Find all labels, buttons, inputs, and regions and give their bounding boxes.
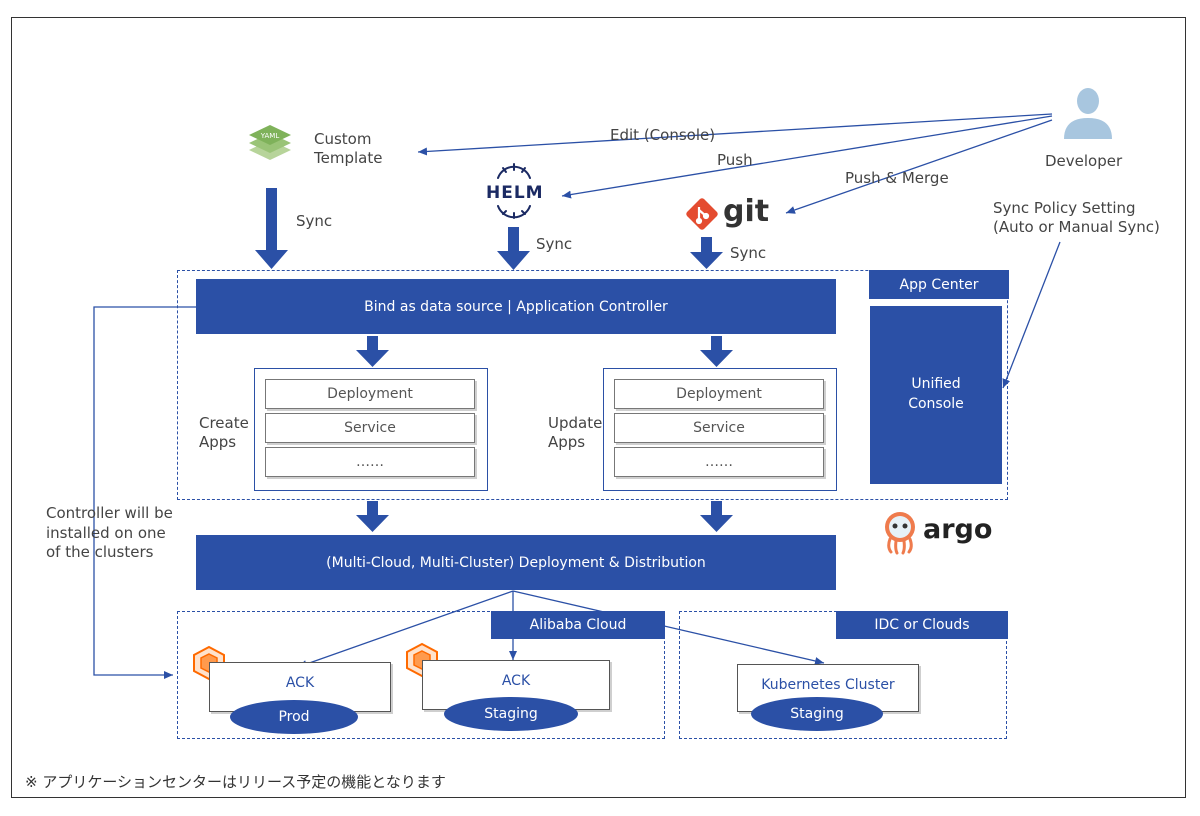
create-apps-label: Create Apps — [199, 414, 249, 451]
staging-badge: Staging — [751, 697, 883, 731]
alibaba-cloud-boundary — [177, 611, 665, 739]
sync-label-template: Sync — [296, 212, 333, 230]
sync-policy-label: Sync Policy Setting (Auto or Manual Sync… — [993, 199, 1160, 236]
helm-icon — [497, 163, 531, 179]
developer-label: Developer — [1045, 152, 1123, 170]
distribution-bar: (Multi-Cloud, Multi-Cluster) Deployment … — [196, 535, 836, 590]
svg-text:YAML: YAML — [260, 132, 280, 140]
update-apps-group: Deployment Service …… — [603, 368, 837, 491]
edit-console-arrow — [417, 113, 1053, 156]
service-row: Service — [614, 413, 824, 443]
deployment-row: Deployment — [265, 379, 475, 409]
arrow-controller-create — [356, 336, 389, 367]
footnote: ※ アプリケーションセンターはリリース予定の機能となります — [25, 773, 446, 791]
git-label: git — [723, 194, 770, 229]
helm-icon-bottom — [497, 205, 531, 219]
developer-icon — [1064, 88, 1112, 139]
helm-label: HELM — [486, 183, 544, 203]
sync-policy-arrow — [1002, 241, 1061, 389]
argo-icon — [885, 512, 915, 555]
diagram-frame — [11, 17, 1186, 798]
push-label: Push — [717, 151, 753, 169]
ellipsis-row: …… — [614, 447, 824, 477]
arrow-update-dist — [700, 501, 733, 532]
block-arrows — [255, 188, 733, 532]
yaml-icon: YAML — [249, 125, 291, 160]
custom-template-label: Custom Template — [314, 130, 383, 167]
create-apps-group: Deployment Service …… — [254, 368, 488, 491]
controller-install-note: Controller will be installed on one of t… — [46, 504, 173, 561]
sync-arrow-helm — [497, 227, 530, 270]
arrow-controller-update — [700, 336, 733, 367]
sync-label-git: Sync — [730, 244, 767, 262]
idc-clouds-tag: IDC or Clouds — [836, 611, 1008, 639]
unified-console-panel: Unified Console — [870, 306, 1002, 484]
dist-to-prod-arrow — [297, 590, 514, 668]
git-icon — [686, 198, 718, 230]
push-arrow — [561, 115, 1053, 199]
sync-arrow-template — [255, 188, 288, 269]
service-row: Service — [265, 413, 475, 443]
arrow-create-dist — [356, 501, 389, 532]
application-controller-bar: Bind as data source | Application Contro… — [196, 279, 836, 334]
staging-badge: Staging — [444, 697, 578, 731]
push-merge-arrow — [785, 119, 1053, 214]
edit-console-label: Edit (Console) — [610, 126, 716, 144]
dist-to-k8s-arrow — [512, 590, 825, 665]
prod-badge: Prod — [230, 700, 358, 734]
sync-label-helm: Sync — [536, 235, 573, 253]
app-center-boundary — [177, 270, 1008, 500]
argo-label: argo — [923, 514, 993, 545]
update-apps-label: Update Apps — [548, 414, 603, 451]
alibaba-cloud-tag: Alibaba Cloud — [491, 611, 665, 639]
deployment-row: Deployment — [614, 379, 824, 409]
controller-install-arrow — [93, 306, 196, 679]
ellipsis-row: …… — [265, 447, 475, 477]
push-merge-label: Push & Merge — [845, 169, 949, 187]
sync-arrow-git — [690, 237, 723, 269]
app-center-tag: App Center — [869, 270, 1009, 299]
